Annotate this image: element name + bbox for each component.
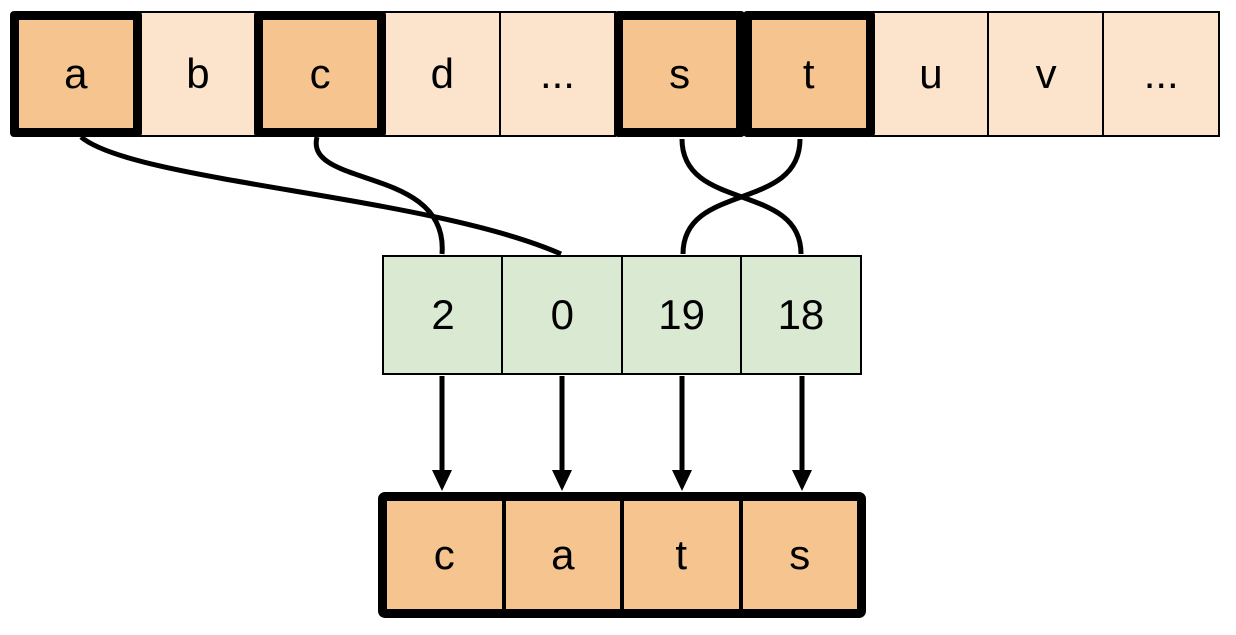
index-cell-2: 2 [382,255,505,375]
index-to-output-arrow-3 [672,376,692,491]
index-array: 2 0 19 18 [382,255,862,375]
alphabet-cell-u: u [872,11,990,137]
index-to-output-arrow-1 [432,376,452,491]
alphabet-cell-b: b [139,11,257,137]
alphabet-cell-s: s [613,11,746,137]
curve-s-to-18 [679,138,804,255]
alphabet-array: a b c d ... s t u v ... [10,11,1221,137]
index-cell-19: 19 [620,255,743,375]
alphabet-cell-a: a [10,11,142,137]
alphabet-cell-c: c [254,11,386,137]
alphabet-cell-v: v [987,11,1105,137]
index-cell-18: 18 [739,255,862,375]
curve-t-to-19 [680,138,803,255]
output-cell-t: t [624,501,743,609]
curve-a-to-0 [79,135,563,257]
alphabet-cell-t: t [742,11,875,137]
alphabet-cell-ellipsis-1: ... [498,11,617,137]
index-cell-0: 0 [501,255,624,375]
output-cell-c: c [387,501,506,609]
alphabet-cell-d: d [383,11,502,137]
index-to-output-arrow-2 [552,376,572,491]
alphabet-cell-ellipsis-2: ... [1102,11,1221,137]
index-to-output-arrow-4 [792,376,812,491]
curve-c-to-2 [313,136,445,255]
output-word-box: c a t s [378,492,866,618]
output-cell-s: s [742,501,857,609]
output-cell-a: a [505,501,624,609]
